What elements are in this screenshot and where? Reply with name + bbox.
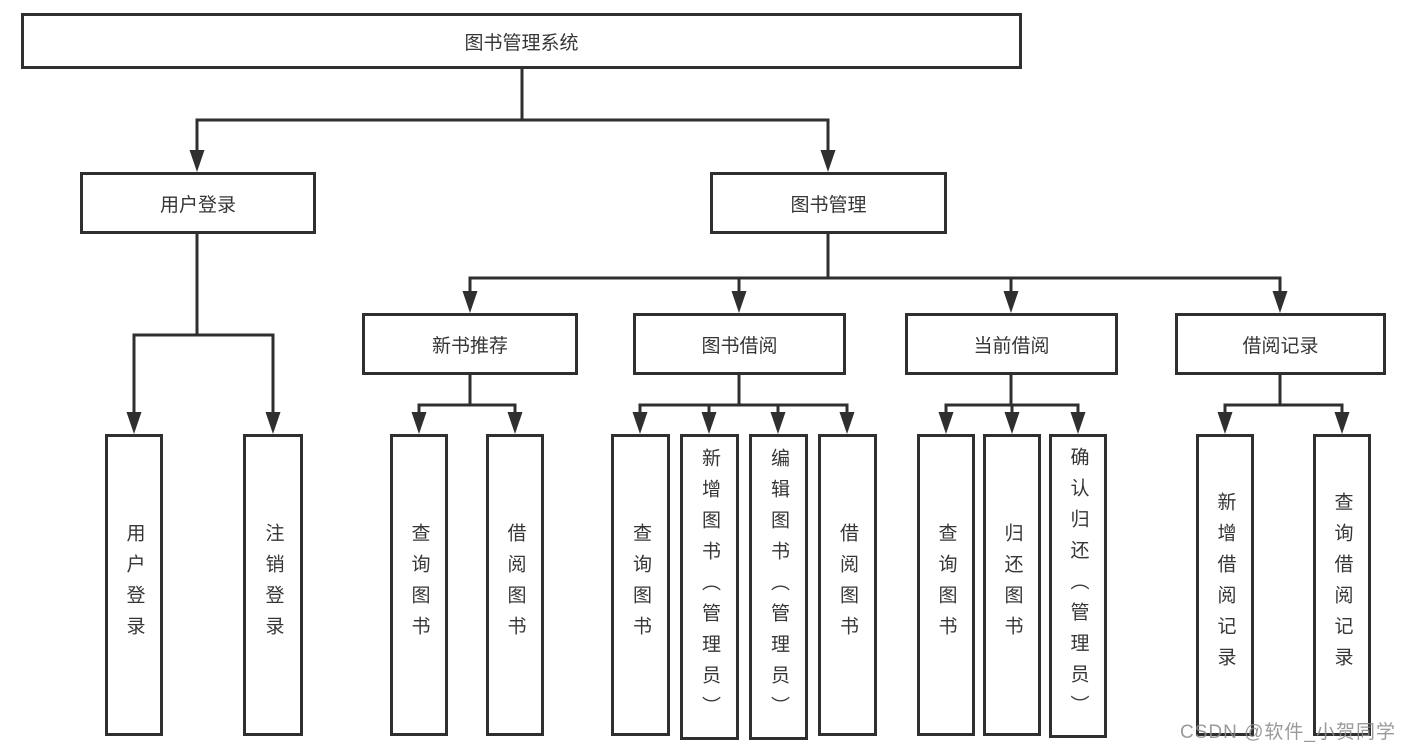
leaf-add-borrow-record: 新增借阅记录 (1196, 434, 1254, 736)
arrowhead (1004, 412, 1020, 434)
node-current-borrow: 当前借阅 (905, 313, 1118, 375)
node-label: 注销登录 (262, 523, 284, 647)
arrowhead (1334, 412, 1350, 434)
node-label: 当前借阅 (973, 335, 1050, 357)
node-label: 用户登录 (159, 194, 236, 216)
node-label: 归还图书 (1001, 523, 1023, 647)
arrowhead (632, 412, 648, 434)
leaf-query-books: 查询图书 (917, 434, 975, 736)
node-label: 查询图书 (630, 523, 651, 647)
arrowhead (507, 412, 523, 434)
leaf-query-books: 查询图书 (390, 434, 448, 736)
leaf-query-borrow-record: 查询借阅记录 (1313, 434, 1371, 736)
node-label: 新增借阅记录 (1214, 492, 1236, 678)
arrowhead (1217, 412, 1233, 434)
arrowhead (839, 412, 855, 434)
arrowhead (1272, 291, 1288, 313)
node-label: 用户登录 (123, 523, 145, 647)
leaf-logout: 注销登录 (243, 434, 303, 736)
node-label: 新增图书（管理员） (699, 447, 720, 727)
node-label: 确认归还（管理员） (1067, 446, 1089, 726)
node-label: 查询图书 (408, 523, 430, 647)
arrowhead (731, 291, 747, 313)
node-label: 借阅图书 (837, 523, 858, 647)
leaf-return-books: 归还图书 (983, 434, 1041, 736)
node-label: 编辑图书（管理员） (768, 447, 789, 727)
arrowhead (265, 412, 281, 434)
arrowhead (126, 412, 142, 434)
leaf-user-login: 用户登录 (105, 434, 163, 736)
node-book-management: 图书管理 (710, 172, 947, 234)
node-label: 图书借阅 (701, 335, 778, 357)
node-label: 借阅记录 (1242, 335, 1319, 357)
arrowhead (1003, 291, 1019, 313)
arrowhead (411, 412, 427, 434)
arrowhead (1070, 412, 1086, 434)
node-label: 图书管理系统 (464, 32, 579, 54)
node-label: 查询图书 (935, 523, 957, 647)
arrowhead (189, 150, 205, 172)
leaf-borrow-books: 借阅图书 (818, 434, 877, 736)
node-new-book-recommend: 新书推荐 (362, 313, 578, 375)
node-label: 图书管理 (790, 194, 867, 216)
arrowhead (770, 412, 786, 434)
leaf-query-books: 查询图书 (611, 434, 670, 736)
arrowhead (701, 412, 717, 434)
node-root-library-system: 图书管理系统 (21, 13, 1022, 69)
node-label: 查询借阅记录 (1331, 492, 1353, 678)
node-label: 新书推荐 (431, 335, 508, 357)
leaf-confirm-return-admin: 确认归还（管理员） (1049, 434, 1107, 738)
node-borrow-records: 借阅记录 (1175, 313, 1386, 375)
node-book-borrow: 图书借阅 (633, 313, 846, 375)
arrowhead (820, 150, 836, 172)
leaf-edit-books-admin: 编辑图书（管理员） (749, 434, 808, 740)
node-label: 借阅图书 (504, 523, 526, 647)
node-user-login: 用户登录 (80, 172, 316, 234)
leaf-add-books-admin: 新增图书（管理员） (680, 434, 739, 740)
arrowhead (938, 412, 954, 434)
arrowhead (462, 291, 478, 313)
csdn-watermark: CSDN @软件_小贺同学 (1180, 722, 1396, 743)
leaf-borrow-books: 借阅图书 (486, 434, 544, 736)
